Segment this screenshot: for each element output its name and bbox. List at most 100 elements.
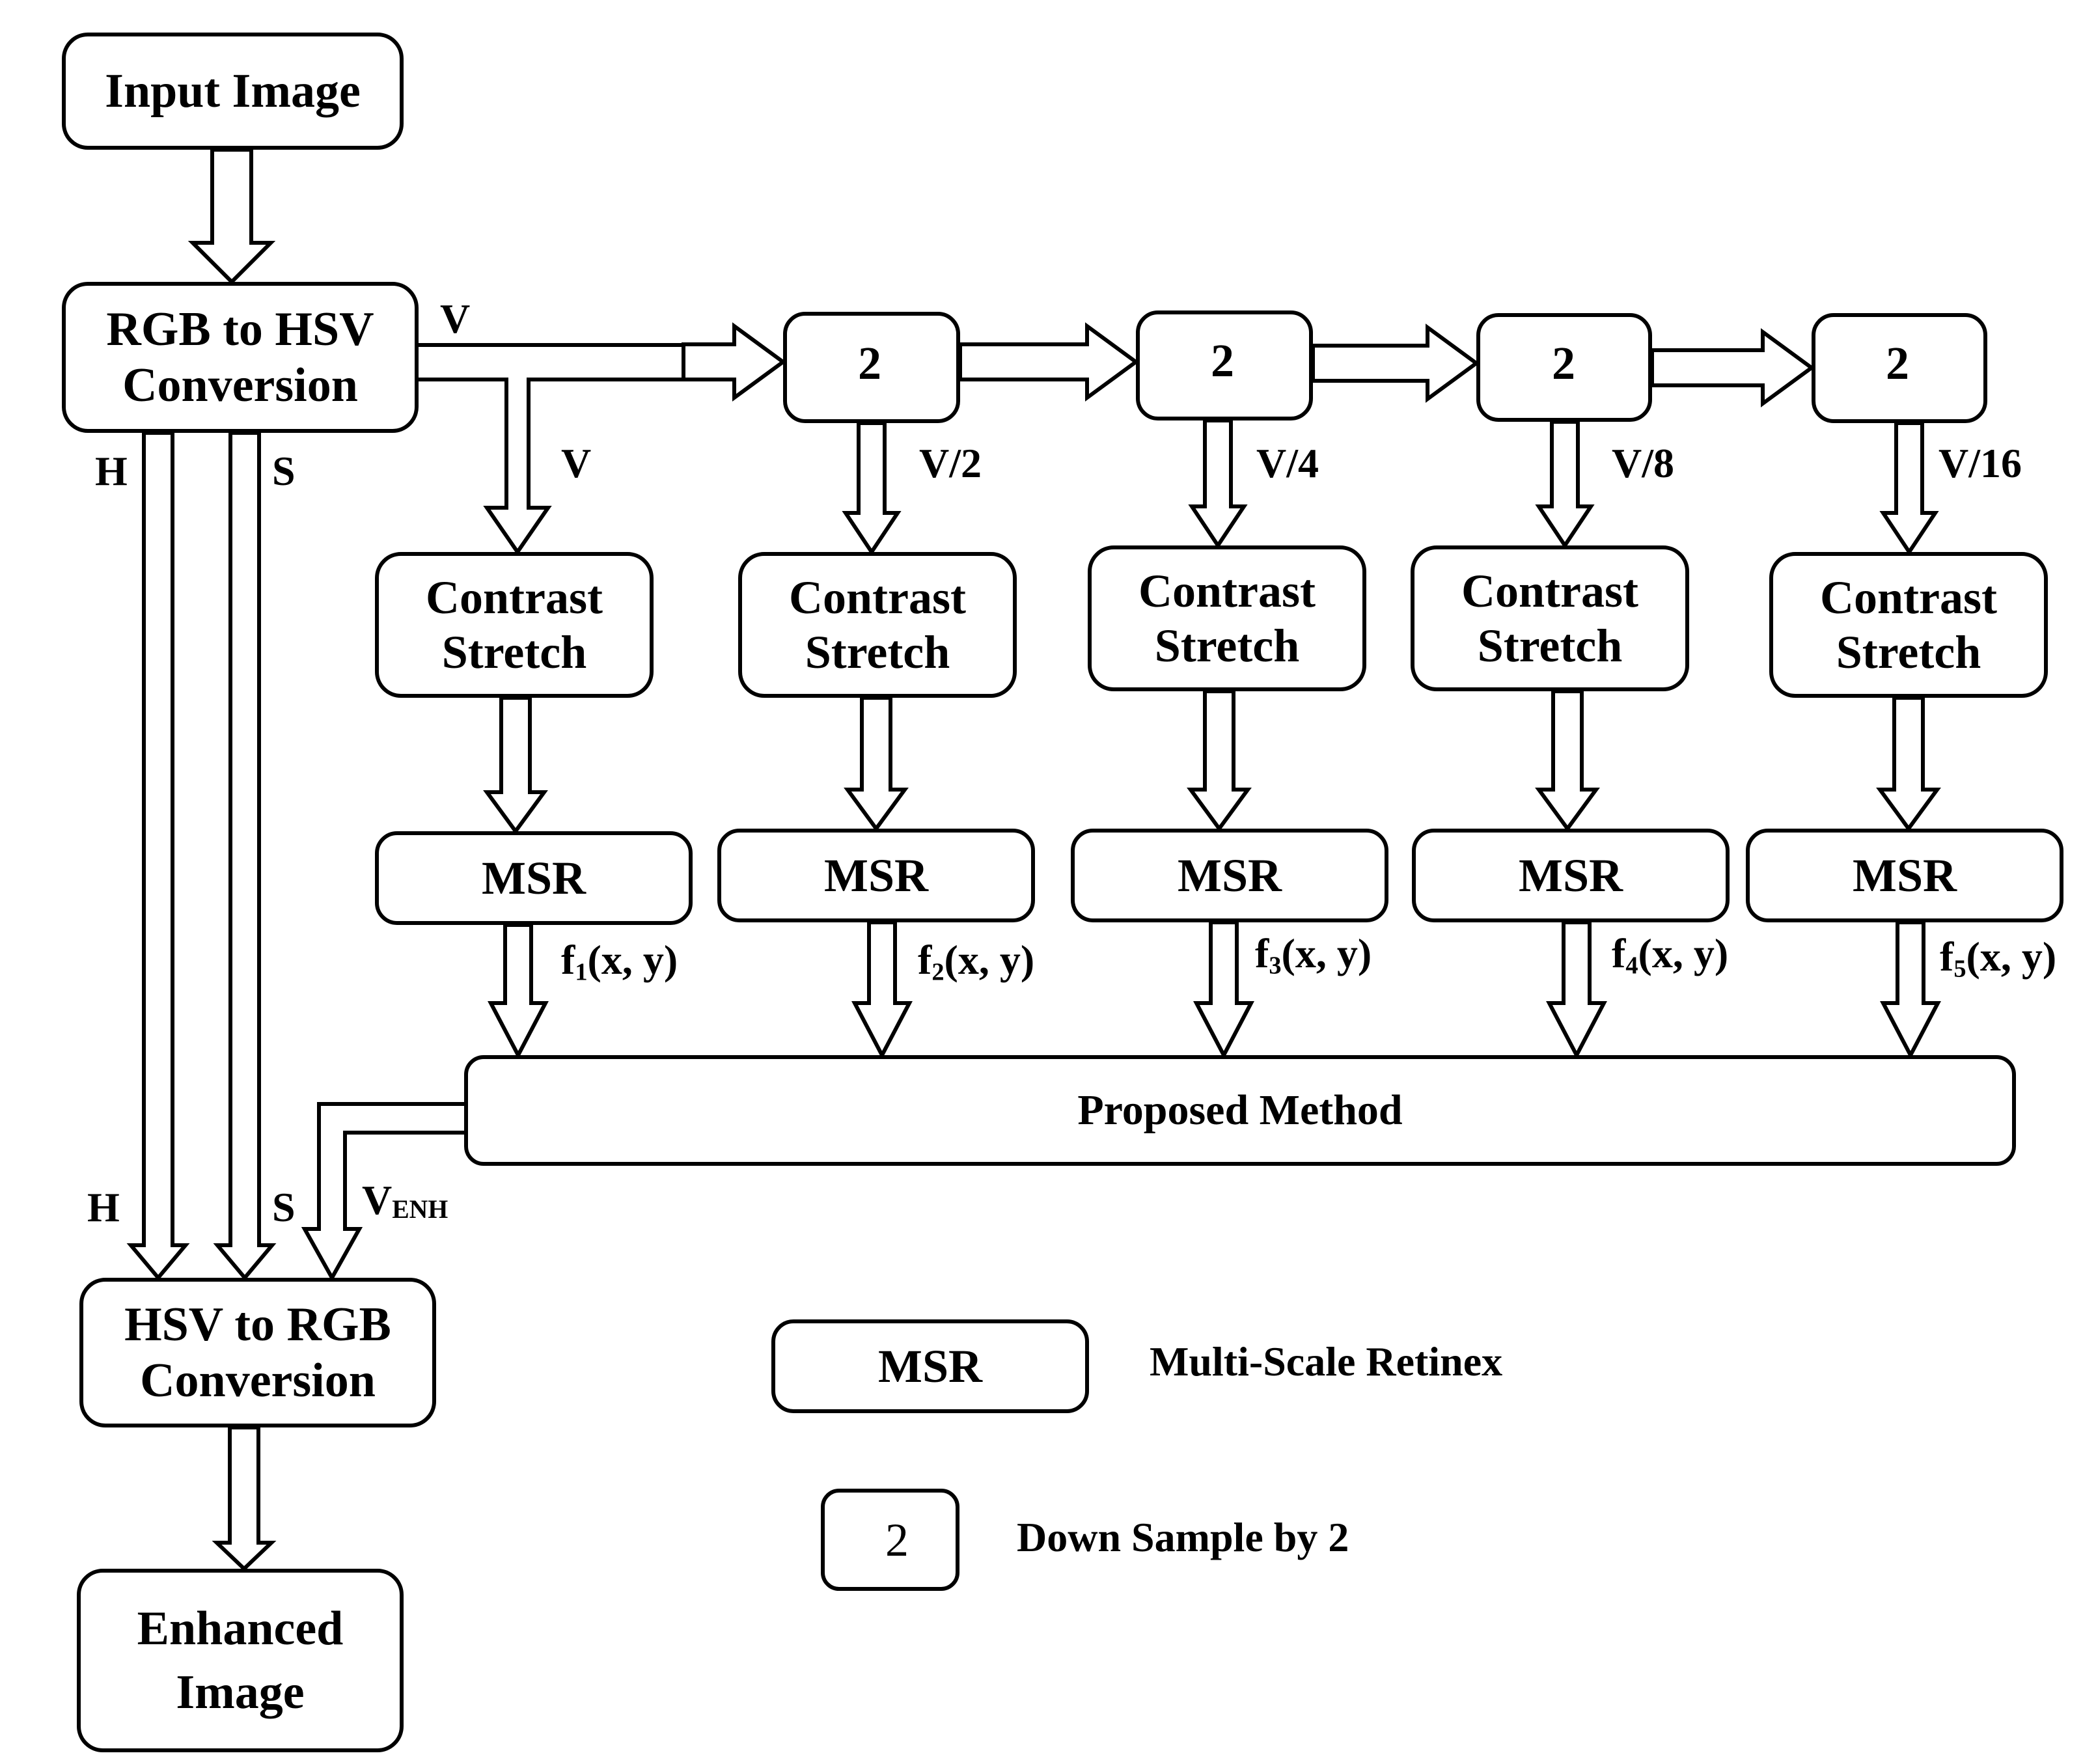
v-label-branch: V <box>561 440 592 486</box>
arrow-msr-to-proposed-2 <box>851 920 913 1060</box>
arrow-h-channel <box>126 431 190 1281</box>
f-args: (x, y) <box>1281 930 1372 976</box>
arrow-v-to-downsample-1 <box>682 322 787 402</box>
rgb-to-hsv-line1: RGB to HSV <box>106 303 374 356</box>
scale-label-v4: V/4 <box>1256 440 1319 486</box>
output-label-f2: f2(x, y) <box>918 939 1034 985</box>
proposed-method-box: Proposed Method <box>464 1055 2016 1166</box>
hsv-to-rgb-box: HSV to RGB Conversion <box>79 1278 436 1427</box>
arrow-contrast-to-msr-1 <box>483 696 548 835</box>
downsample-factor-3: 2 <box>1552 337 1575 389</box>
enhanced-image-line2: Image <box>176 1666 305 1719</box>
contrast-stretch-box-4: Contrast Stretch <box>1411 545 1689 691</box>
downsample-box-3 <box>1476 313 1652 422</box>
legend-msr-text: Multi-Scale Retinex <box>1150 1338 1503 1385</box>
scale-label-v16: V/16 <box>1938 440 2022 486</box>
contrast-stretch-line2: Stretch <box>1836 626 1981 678</box>
f-args: (x, y) <box>1638 930 1729 976</box>
f-subscript: 5 <box>1953 955 1966 983</box>
msr-label: MSR <box>1853 849 1957 902</box>
output-label-f3: f3(x, y) <box>1255 933 1372 978</box>
v-enh-main: V <box>362 1177 393 1223</box>
arrow-input-to-rgb2hsv <box>187 148 276 285</box>
h-label-bottom: H <box>87 1184 120 1230</box>
arrow-downsample-3-to-contrast <box>1535 420 1595 549</box>
f-args: (x, y) <box>944 937 1035 983</box>
contrast-stretch-box-3: Contrast Stretch <box>1088 545 1366 691</box>
legend-msr-symbol-label: MSR <box>878 1340 982 1392</box>
f-subscript: 3 <box>1269 952 1282 980</box>
input-image-box: Input Image <box>62 33 404 150</box>
msr-box-5: MSR <box>1746 829 2063 922</box>
contrast-stretch-line1: Contrast <box>1820 572 1997 624</box>
rgb-to-hsv-box: RGB to HSV Conversion <box>62 282 419 433</box>
f-symbol: f <box>1255 930 1269 976</box>
f-symbol: f <box>918 937 932 983</box>
arrow-contrast-to-msr-5 <box>1876 696 1941 833</box>
arrow-downsample-4-to-contrast <box>1879 421 1939 556</box>
f-subscript: 2 <box>931 958 945 986</box>
input-image-label: Input Image <box>105 64 361 118</box>
arrow-downsample-2-to-contrast <box>1188 419 1248 549</box>
msr-label: MSR <box>1519 849 1623 902</box>
msr-label: MSR <box>482 852 586 904</box>
arrow-contrast-to-msr-2 <box>844 696 909 833</box>
downsample-factor-4: 2 <box>1886 337 1909 389</box>
downsample-factor-1: 2 <box>858 337 881 389</box>
downsample-factor-2: 2 <box>1211 335 1234 387</box>
msr-box-1: MSR <box>375 831 693 925</box>
contrast-stretch-line2: Stretch <box>441 626 587 678</box>
legend-downsample-factor: 2 <box>885 1514 909 1566</box>
msr-box-3: MSR <box>1071 829 1388 922</box>
arrow-msr-to-proposed-4 <box>1546 920 1607 1060</box>
downsample-box-4 <box>1812 313 1987 423</box>
msr-label: MSR <box>1178 849 1282 902</box>
rgb-to-hsv-line2: Conversion <box>122 359 358 412</box>
f-args: (x, y) <box>587 937 678 983</box>
s-label-top: S <box>272 448 296 494</box>
f-args: (x, y) <box>1966 933 2057 980</box>
msr-box-2: MSR <box>717 829 1035 922</box>
arrow-hsv2rgb-to-enhanced <box>212 1426 277 1572</box>
contrast-stretch-box-1: Contrast Stretch <box>375 552 654 698</box>
contrast-stretch-line1: Contrast <box>1138 565 1316 617</box>
f-symbol: f <box>1940 933 1954 980</box>
contrast-stretch-line1: Contrast <box>426 572 603 624</box>
downsample-box-1 <box>783 312 960 423</box>
hsv-to-rgb-line2: Conversion <box>140 1354 376 1407</box>
arrow-msr-to-proposed-3 <box>1193 920 1254 1060</box>
contrast-stretch-line2: Stretch <box>805 626 950 678</box>
arrow-downsample-1-to-contrast <box>842 421 902 556</box>
arrow-downsample-1-to-2 <box>958 322 1140 402</box>
s-label-bottom: S <box>272 1184 296 1230</box>
arrow-msr-to-proposed-5 <box>1880 920 1941 1060</box>
f-symbol: f <box>1612 930 1626 976</box>
v-label-top: V <box>440 296 471 342</box>
legend-msr-symbol: MSR <box>771 1319 1089 1413</box>
arrow-s-channel <box>213 431 277 1281</box>
msr-box-4: MSR <box>1412 829 1730 922</box>
downsample-box-2 <box>1136 310 1313 420</box>
output-label-f4: f4(x, y) <box>1612 933 1728 978</box>
f-subscript: 1 <box>575 958 588 986</box>
f-symbol: f <box>561 937 575 983</box>
legend-downsample-text: Down Sample by 2 <box>1017 1514 1349 1560</box>
v-enh-label: VENH <box>362 1179 448 1223</box>
scale-label-v2: V/2 <box>919 440 982 486</box>
arrow-contrast-to-msr-3 <box>1187 689 1252 833</box>
contrast-stretch-box-5: Contrast Stretch <box>1769 552 2048 698</box>
contrast-stretch-line1: Contrast <box>1461 565 1638 617</box>
arrow-msr-to-proposed-1 <box>488 923 549 1060</box>
enhanced-image-line1: Enhanced <box>137 1602 344 1655</box>
contrast-stretch-line1: Contrast <box>789 572 966 624</box>
output-label-f1: f1(x, y) <box>561 939 678 985</box>
legend-downsample-symbol <box>821 1489 959 1591</box>
output-label-f5: f5(x, y) <box>1940 936 2056 982</box>
arrow-contrast-to-msr-4 <box>1535 689 1600 833</box>
v-enh-subscript: ENH <box>392 1194 448 1224</box>
msr-label: MSR <box>824 849 928 902</box>
contrast-stretch-box-2: Contrast Stretch <box>738 552 1017 698</box>
scale-label-v8: V/8 <box>1612 440 1674 486</box>
hsv-to-rgb-line1: HSV to RGB <box>124 1298 391 1351</box>
